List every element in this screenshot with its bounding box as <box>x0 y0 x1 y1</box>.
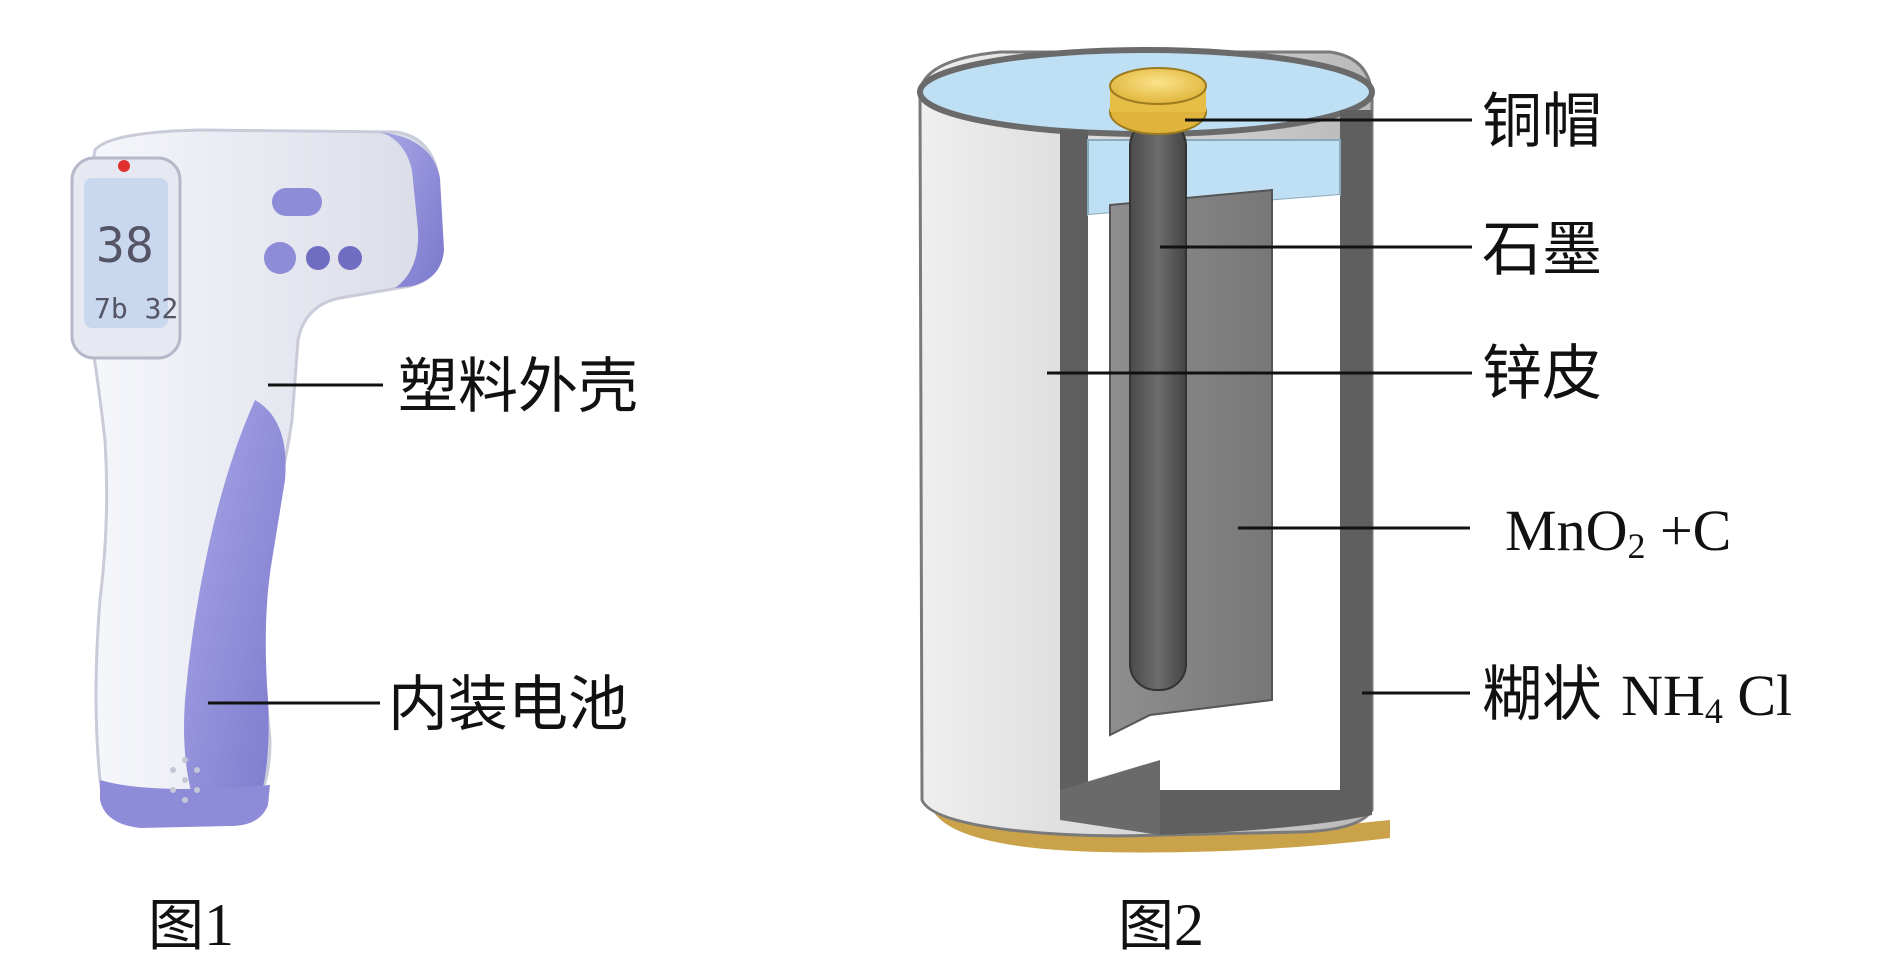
mno2-text: MnO <box>1505 498 1628 563</box>
nh4cl-chinese: 糊状 <box>1482 660 1622 730</box>
caption-figure-1: 图1 <box>148 895 234 955</box>
thermometer-grip <box>184 400 286 823</box>
copper-cap-top <box>1109 67 1207 105</box>
thermometer-button-1 <box>264 242 296 274</box>
thermometer-trim-top <box>380 132 444 288</box>
graphite-rod <box>1129 119 1187 691</box>
label-zinc-skin: 锌皮 <box>1482 339 1602 409</box>
nh4cl-subscript: 4 <box>1704 691 1723 731</box>
zinc-wall-left <box>1060 130 1088 800</box>
thermometer-base <box>100 780 270 828</box>
display-reading-top: 38 <box>96 218 154 274</box>
mno2-plus-c: +C <box>1645 498 1732 563</box>
caption-figure-2: 图2 <box>1118 895 1204 955</box>
caption-2-text: 图 <box>1118 894 1174 959</box>
speaker-grille <box>170 757 200 803</box>
caption-1-number: 1 <box>204 892 234 958</box>
label-graphite: 石墨 <box>1482 215 1602 285</box>
label-copper-cap: 铜帽 <box>1482 87 1602 157</box>
zinc-wall-right <box>1340 110 1372 815</box>
battery-cutaway <box>917 47 1390 853</box>
indicator-light <box>118 160 130 172</box>
thermometer-button-mode <box>272 188 322 216</box>
nh4cl-cl: Cl <box>1722 663 1793 728</box>
caption-1-text: 图 <box>148 894 204 959</box>
label-internal-battery: 内装电池 <box>388 670 628 740</box>
battery-base-ring <box>930 790 1390 853</box>
label-plastic-shell: 塑料外壳 <box>398 352 638 422</box>
caption-2-number: 2 <box>1174 892 1204 958</box>
thermometer-display <box>84 178 168 328</box>
thermometer-illustration: 38 7b 32 <box>70 128 444 828</box>
label-nh4cl: 糊状 NH4 Cl <box>1482 665 1792 729</box>
display-reading-bottom: 7b 32 <box>94 292 178 325</box>
zinc-bottom <box>1160 790 1372 835</box>
zinc-bottom-left <box>1060 760 1160 835</box>
nh4cl-text: NH <box>1621 663 1705 728</box>
thermometer-button-2 <box>306 246 330 270</box>
label-mno2-c: MnO2 +C <box>1505 502 1731 566</box>
thermometer-button-3 <box>338 246 362 270</box>
mno2-subscript: 2 <box>1627 526 1646 566</box>
